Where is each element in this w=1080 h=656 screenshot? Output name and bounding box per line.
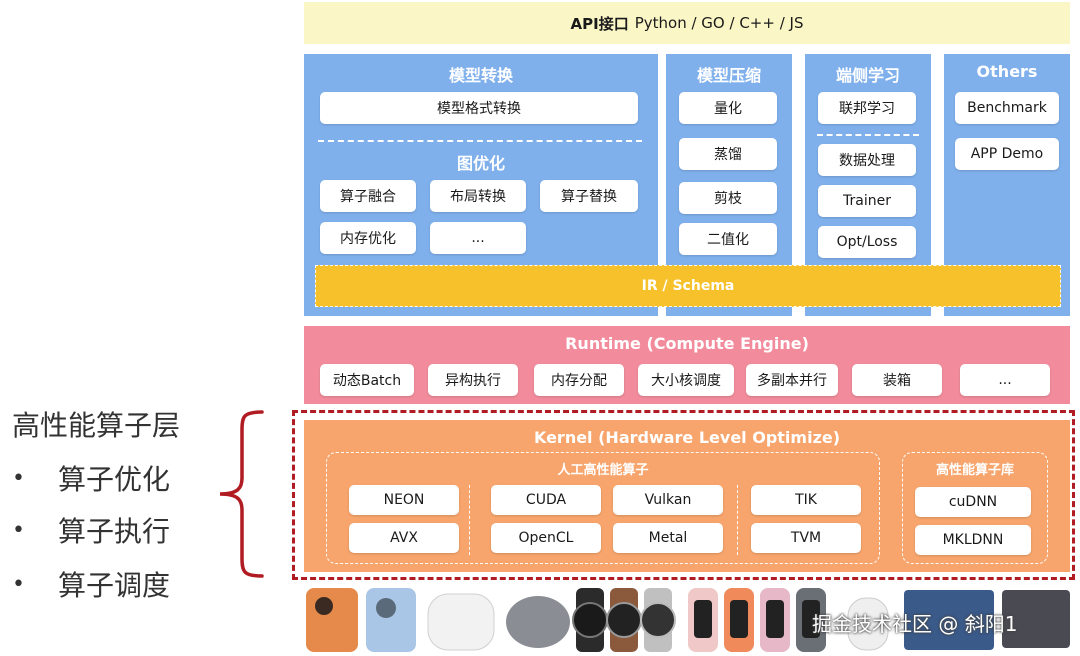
federated-learning-chip: 联邦学习: [818, 92, 916, 124]
phone-blue-icon: [366, 588, 416, 652]
tablet-icon: [904, 590, 994, 650]
smartwatch-icon: [572, 588, 608, 652]
curly-brace-icon: [219, 410, 264, 578]
side-bullet-text: 算子优化: [58, 463, 171, 496]
memory-opt-chip: 内存优化: [320, 222, 416, 254]
divider: [817, 134, 919, 136]
watermark: 掘金技术社区 @ 斜阳1: [812, 612, 1018, 636]
bullet-icon: •: [12, 517, 25, 543]
api-label: API接口: [570, 14, 629, 33]
others-title: Others: [976, 62, 1038, 81]
distillation-chip: 蒸馏: [679, 138, 777, 170]
runtime-panel: Runtime (Compute Engine) 动态Batch 异构执行 内存…: [304, 326, 1070, 404]
mkldnn-chip: MKLDNN: [915, 525, 1031, 555]
vulkan-chip: Vulkan: [613, 485, 723, 515]
fitness-band-icon: [688, 588, 718, 652]
trainer-chip: Trainer: [818, 185, 916, 217]
model-convert-title: 模型转换: [448, 66, 513, 85]
smartwatch-icon: [606, 588, 642, 652]
cuda-chip: CUDA: [491, 485, 601, 515]
quantization-chip: 量化: [679, 92, 777, 124]
operator-library-title: 高性能算子库: [935, 463, 1014, 478]
avx-chip: AVX: [349, 523, 459, 553]
runtime-more-chip: ...: [960, 364, 1050, 396]
pruning-chip: 剪枝: [679, 182, 777, 214]
dynamic-batch-chip: 动态Batch: [320, 364, 414, 396]
binarization-chip: 二值化: [679, 223, 777, 255]
side-bullet-text: 算子执行: [58, 515, 171, 548]
benchmark-chip: Benchmark: [955, 92, 1059, 124]
fitness-band-icon: [760, 588, 790, 652]
data-processing-chip: 数据处理: [818, 144, 916, 176]
manual-operators-title: 人工高性能算子: [557, 463, 649, 478]
divider: [469, 485, 470, 555]
edge-learning-title: 端侧学习: [835, 66, 900, 85]
neon-chip: NEON: [349, 485, 459, 515]
cudnn-chip: cuDNN: [915, 487, 1031, 517]
tik-chip: TIK: [751, 485, 861, 515]
api-languages: Python / GO / C++ / JS: [634, 14, 804, 32]
side-bullet-item: • 算子优化: [12, 458, 170, 498]
more-chip: ...: [430, 222, 526, 254]
smart-speaker-icon: [847, 597, 889, 651]
heterogeneous-exec-chip: 异构执行: [428, 364, 518, 396]
kernel-title: Kernel (Hardware Level Optimize): [533, 428, 841, 447]
divider: [318, 140, 642, 142]
runtime-title: Runtime (Compute Engine): [565, 334, 809, 353]
op-fusion-chip: 算子融合: [320, 180, 416, 212]
smartwatch-icon: [640, 588, 676, 652]
api-bar: API接口 Python / GO / C++ / JS: [304, 2, 1070, 44]
model-format-convert-chip: 模型格式转换: [320, 92, 638, 124]
memory-alloc-chip: 内存分配: [534, 364, 624, 396]
core-scheduling-chip: 大小核调度: [638, 364, 734, 396]
side-bullet-item: • 算子执行: [12, 510, 170, 550]
laptop-icon: [1002, 590, 1070, 648]
kernel-panel: Kernel (Hardware Level Optimize) 人工高性能算子…: [304, 420, 1070, 572]
kernel-highlight-frame: [292, 410, 1075, 580]
side-title: 高性能算子层: [12, 409, 181, 442]
bullet-icon: •: [12, 571, 25, 597]
app-demo-chip: APP Demo: [955, 138, 1059, 170]
model-compress-title: 模型压缩: [696, 66, 761, 85]
manual-operators-group: 人工高性能算子 NEON AVX CUDA OpenCL Vulkan Meta…: [326, 452, 880, 564]
divider: [737, 485, 738, 555]
side-bullet-item: • 算子调度: [12, 564, 170, 604]
earbuds-gray-icon: [506, 596, 570, 648]
earbuds-white-icon: [427, 593, 495, 651]
fitness-band-icon: [796, 588, 826, 652]
side-bullet-text: 算子调度: [58, 569, 171, 602]
phone-orange-icon: [306, 588, 358, 652]
layout-convert-chip: 布局转换: [430, 180, 526, 212]
multi-replica-chip: 多副本并行: [746, 364, 838, 396]
fitness-band-icon: [724, 588, 754, 652]
tvm-chip: TVM: [751, 523, 861, 553]
packing-chip: 装箱: [852, 364, 942, 396]
opt-loss-chip: Opt/Loss: [818, 226, 916, 258]
ir-schema-bar: IR / Schema: [315, 265, 1061, 307]
graph-opt-title: 图优化: [456, 154, 505, 173]
opencl-chip: OpenCL: [491, 523, 601, 553]
operator-library-group: 高性能算子库 cuDNN MKLDNN: [902, 452, 1048, 564]
bullet-icon: •: [12, 465, 25, 491]
metal-chip: Metal: [613, 523, 723, 553]
device-images: [306, 588, 1070, 652]
op-replace-chip: 算子替换: [540, 180, 638, 212]
